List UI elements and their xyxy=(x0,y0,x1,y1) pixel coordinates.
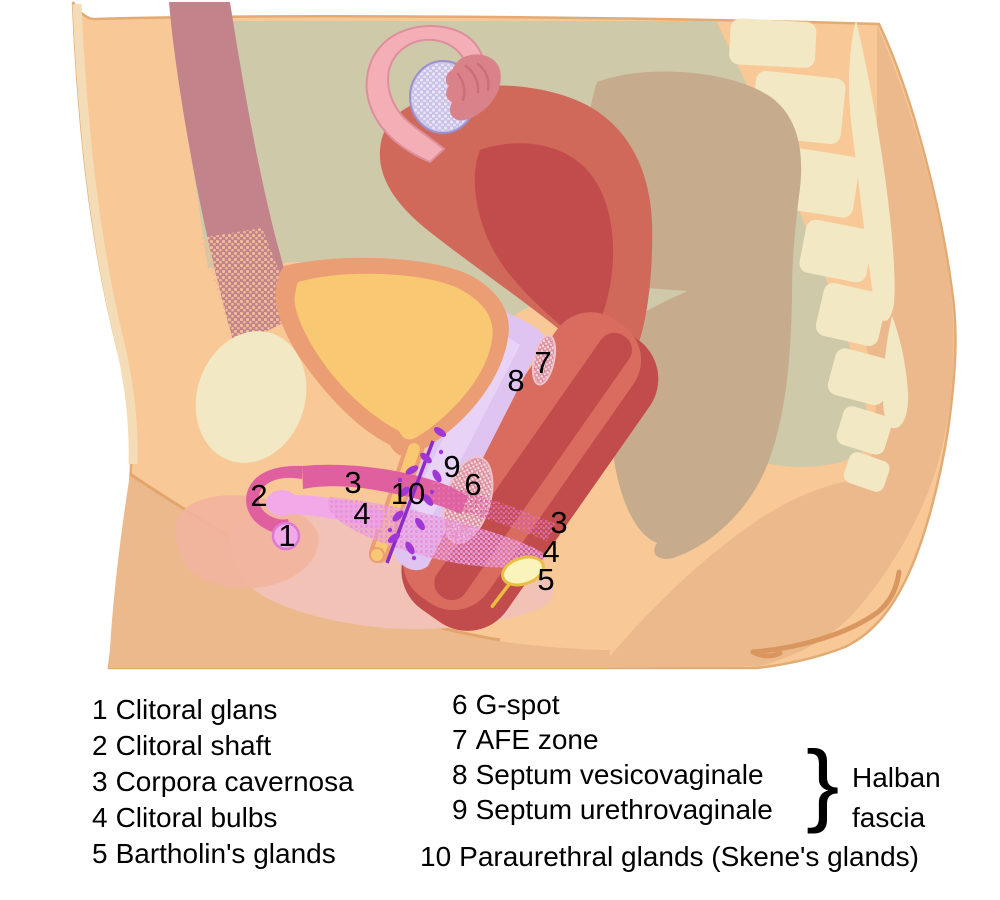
marker-4-bulb-posterior: 4 xyxy=(542,534,559,569)
paraurethral-sprig xyxy=(405,465,419,475)
vertebra xyxy=(836,406,892,455)
paraurethral-sprig xyxy=(398,486,410,498)
clitoral-shaft-inner xyxy=(266,490,298,516)
legend-name: Septum urethrovaginale xyxy=(475,794,773,825)
legend-name: Bartholin's glands xyxy=(115,838,336,869)
marker-6-gspot: 6 xyxy=(464,467,481,502)
marker-7-afe: 7 xyxy=(534,345,551,380)
paraurethral-dot xyxy=(387,527,393,533)
legend-name: Paraurethral glands (Skene's glands) xyxy=(459,841,919,872)
skin-edge-highlight xyxy=(72,3,138,465)
legend-num: 7 xyxy=(452,724,468,755)
gluteal-fold-line xyxy=(750,569,902,655)
legend-name: Corpora cavernosa xyxy=(115,766,354,797)
paraurethral-sprig xyxy=(415,517,425,531)
legend-num: 5 xyxy=(92,838,108,869)
paraurethral-sprig xyxy=(432,469,442,483)
halban-fascia-brace: } xyxy=(806,731,840,835)
afe-zone-texture xyxy=(533,337,555,383)
legend-num: 1 xyxy=(92,694,108,725)
legend-num: 3 xyxy=(92,766,108,797)
sacrum-strip xyxy=(848,20,895,321)
bartholin-body xyxy=(501,555,545,587)
fimbriae xyxy=(445,54,501,121)
legend-num: 10 xyxy=(420,841,452,872)
marker-3-corpora-crus: 3 xyxy=(550,505,567,540)
halban-fascia-label-line1: Halban xyxy=(852,762,941,793)
legend-name: Clitoral glans xyxy=(115,694,278,725)
paraurethral-glands xyxy=(385,427,447,564)
bartholins-gland xyxy=(490,555,545,608)
paraurethral-dot xyxy=(429,489,435,495)
paraurethral-sprig xyxy=(420,452,432,464)
marker-3-corpora: 3 xyxy=(344,465,361,500)
pubic-bone xyxy=(195,331,307,463)
marker-8-septum-vesico: 8 xyxy=(507,363,524,398)
mons-pubis-skin xyxy=(175,495,319,588)
paraurethral-sprig xyxy=(422,494,434,506)
vertebra xyxy=(827,348,892,406)
fimbriae-fingers xyxy=(456,62,490,102)
buttock-back-shadow xyxy=(600,25,954,668)
legend-num: 6 xyxy=(452,689,468,720)
vertebra xyxy=(729,18,817,68)
paraurethral-dot xyxy=(438,449,444,455)
marker-1-clitoral-glans: 1 xyxy=(278,518,295,553)
paraurethral-sprig xyxy=(392,510,404,522)
abdominal-muscle-speckle xyxy=(200,228,297,347)
legend-name: AFE zone xyxy=(475,724,599,755)
legend-num: 4 xyxy=(92,802,108,833)
bartholin-duct xyxy=(490,579,514,608)
thigh-shadow xyxy=(109,474,610,668)
legend-num: 9 xyxy=(452,794,468,825)
legend-name: Clitoral bulbs xyxy=(115,802,278,833)
urethral-meatus xyxy=(369,547,385,563)
paraurethral-dot xyxy=(397,477,403,483)
marker-2-clitoral-shaft: 2 xyxy=(250,478,267,513)
legend-name: G-spot xyxy=(475,689,560,720)
legend-name: Septum vesicovaginale xyxy=(475,759,764,790)
legend-num: 2 xyxy=(92,730,108,761)
legend-num: 8 xyxy=(452,759,468,790)
corpus-cavernosum xyxy=(302,464,468,514)
gluteal-fold-curl xyxy=(750,649,783,659)
paraurethral-dot xyxy=(411,555,417,561)
marker-labels: 1 2 3 4 10 9 6 8 7 3 4 5 xyxy=(250,345,567,597)
sacrum-strip-lower xyxy=(883,316,909,429)
marker-5-bartholin: 5 xyxy=(537,562,554,597)
clitoral-glans xyxy=(271,521,301,551)
paraurethral-sprig xyxy=(387,533,401,543)
halban-fascia-label-line2: fascia xyxy=(852,802,926,833)
vertebra xyxy=(815,282,887,347)
corpus-cavernosum-crus-speckle xyxy=(428,480,556,541)
clitoral-shaft xyxy=(246,465,302,534)
paraurethral-sprig xyxy=(405,541,415,555)
clitoral-bulb-speckle xyxy=(328,497,545,568)
vertebra xyxy=(799,219,874,283)
uterine-cavity xyxy=(474,143,614,346)
bladder-lumen xyxy=(294,273,493,440)
afe-zone xyxy=(531,334,557,386)
legend-name: Clitoral shaft xyxy=(115,730,272,761)
marker-9-septum-urethro: 9 xyxy=(443,449,460,484)
marker-10-paraurethral: 10 xyxy=(391,476,425,511)
vertebra xyxy=(843,452,890,492)
paraurethral-sprig xyxy=(433,427,447,437)
marker-4-bulbs: 4 xyxy=(353,496,370,531)
